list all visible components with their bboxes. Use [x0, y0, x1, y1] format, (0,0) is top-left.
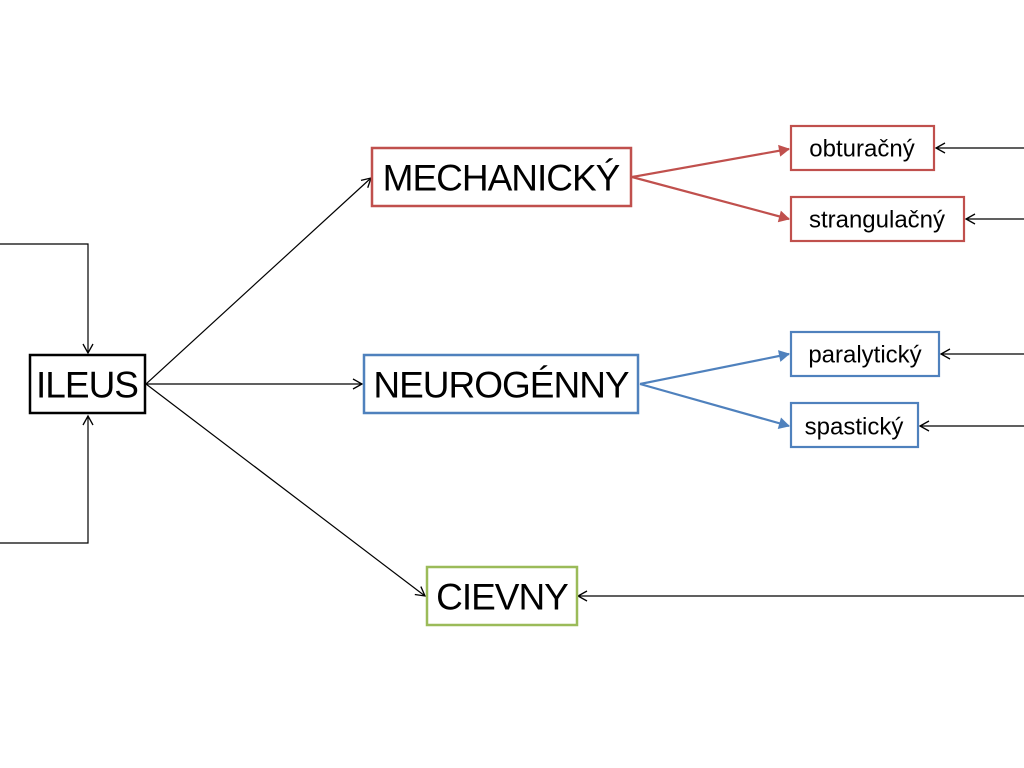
node-strangulacny-label: strangulačný [809, 207, 945, 234]
node-obturacny-label: obturačný [809, 136, 914, 163]
node-neurogenny-box [362, 353, 640, 415]
arrow-neurogenic-to-spasticky [639, 382, 790, 430]
node-mechanicky-box [370, 146, 633, 208]
node-strangulacny: strangulačný [789, 195, 966, 243]
node-spasticky-label: spastický [805, 414, 904, 441]
node-paralyticky-box [789, 330, 941, 378]
node-obturacny-box [789, 124, 936, 172]
node-spasticky-box [789, 401, 920, 449]
node-ileus-box [28, 353, 147, 415]
connector-left-bottom-to-ileus [0, 414, 94, 544]
connector-left-top-to-ileus [0, 243, 94, 355]
node-neurogenny-label: NEUROGÉNNY [373, 365, 629, 406]
node-ileus: ILEUS [28, 353, 147, 415]
node-mechanicky: MECHANICKÝ [370, 146, 633, 208]
node-neurogenny: NEUROGÉNNY [362, 353, 640, 415]
node-cievny-box [425, 565, 579, 627]
arrow-ileus-to-mechanical [145, 177, 372, 385]
node-strangulacny-box [789, 195, 966, 243]
arrow-mechanical-to-obturacny [631, 144, 790, 179]
node-cievny: CIEVNY [425, 565, 579, 627]
node-obturacny: obturačný [789, 124, 936, 172]
node-spasticky: spastický [789, 401, 920, 449]
node-paralyticky-label: paralytický [808, 342, 921, 369]
node-mechanicky-label: MECHANICKÝ [383, 158, 620, 199]
arrow-neurogenic-to-paralyticky [639, 350, 790, 386]
node-cievny-label: CIEVNY [436, 577, 568, 618]
arrow-mechanical-to-strangulacny [631, 175, 790, 223]
node-paralyticky: paralytický [789, 330, 941, 378]
arrow-ileus-to-vascular [145, 383, 427, 597]
node-ileus-label: ILEUS [36, 365, 138, 406]
